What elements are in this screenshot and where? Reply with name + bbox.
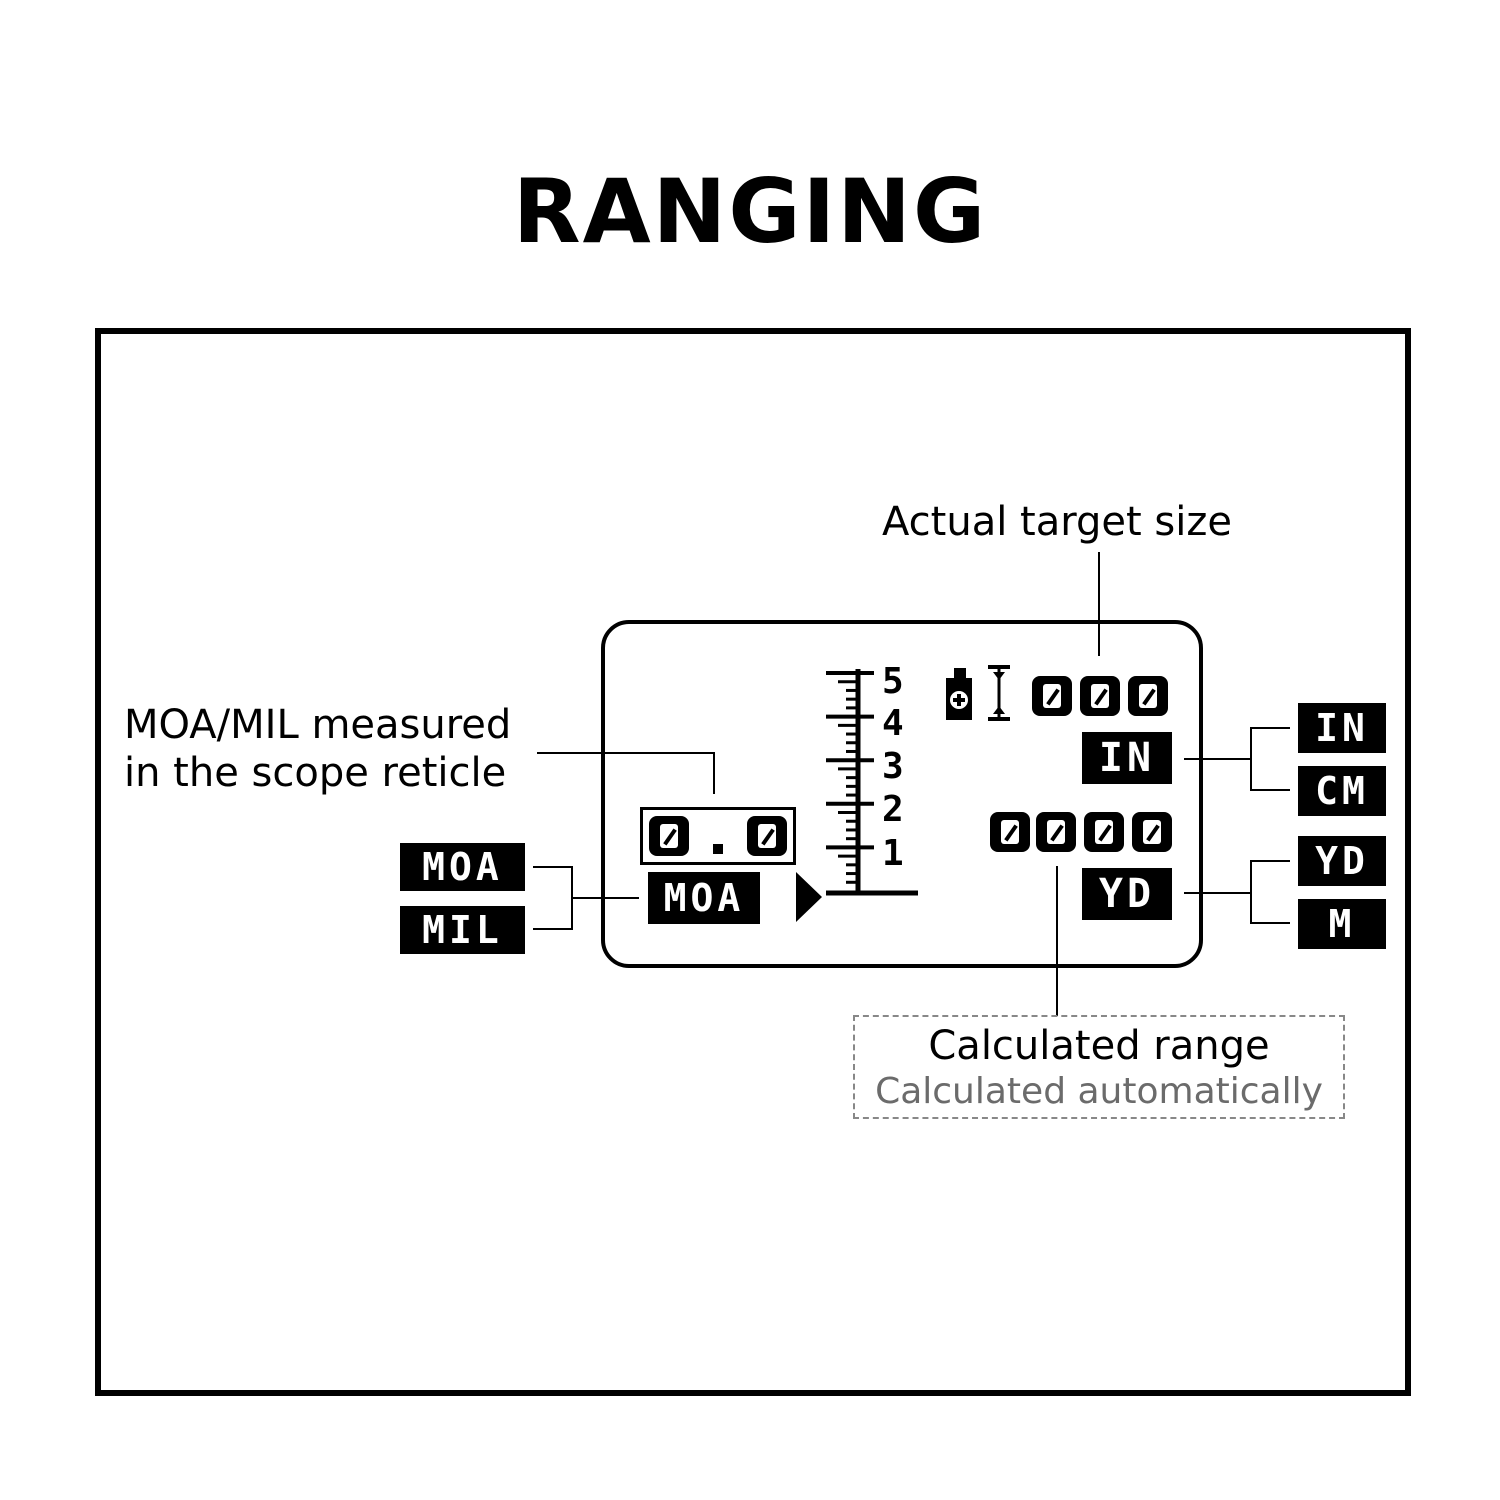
bracket-yd [1250, 860, 1290, 862]
label-moa-mil-line1: MOA/MIL measured [124, 702, 512, 748]
label-calculated-range: Calculated range [928, 1023, 1270, 1069]
calculated-range-box: Calculated range Calculated automaticall… [853, 1015, 1345, 1119]
range-digit [1036, 812, 1076, 852]
measured-digit [747, 816, 787, 856]
display-range-unit: YD [1082, 868, 1172, 920]
target-size-digit [1032, 676, 1072, 716]
target-silhouette-icon [946, 668, 972, 720]
option-cm[interactable]: CM [1298, 766, 1386, 816]
option-in[interactable]: IN [1298, 703, 1386, 753]
option-yd[interactable]: YD [1298, 836, 1386, 886]
option-m[interactable]: M [1298, 899, 1386, 949]
measured-value-box [640, 807, 796, 865]
connector-moa-horizontal [537, 752, 715, 754]
display-size-unit: IN [1082, 732, 1172, 784]
label-calculated-automatically: Calculated automatically [875, 1071, 1323, 1112]
bracket-range-connector [1184, 892, 1252, 894]
ruler-label-3: 3 [882, 746, 904, 787]
bracket-size-connector [1184, 758, 1252, 760]
lcd-display [601, 620, 1203, 968]
pointer-arrow-icon [796, 872, 822, 922]
decimal-point [713, 844, 723, 854]
bracket-mil [533, 928, 573, 930]
range-digit [990, 812, 1030, 852]
connector-range [1056, 866, 1058, 1016]
connector-target-size [1098, 552, 1100, 656]
ruler-label-5: 5 [882, 661, 904, 702]
bracket-m [1250, 922, 1290, 924]
bracket-in [1250, 727, 1290, 729]
bracket-angle-connector [571, 897, 639, 899]
option-moa[interactable]: MOA [400, 843, 525, 891]
connector-moa-vertical [713, 752, 715, 794]
height-bracket-icon [988, 665, 1010, 721]
diagram-frame [95, 328, 1411, 1396]
bracket-cm [1250, 789, 1290, 791]
ruler-label-1: 1 [882, 833, 904, 874]
label-moa-mil-line2: in the scope reticle [124, 750, 507, 796]
range-digit [1132, 812, 1172, 852]
ruler-label-2: 2 [882, 789, 904, 830]
bracket-range-vertical [1250, 860, 1252, 924]
display-angle-unit: MOA [648, 872, 760, 924]
ruler-label-4: 4 [882, 703, 904, 744]
page-title: RANGING [512, 160, 988, 263]
target-size-digit [1080, 676, 1120, 716]
label-actual-target-size: Actual target size [882, 499, 1232, 545]
measured-digit [649, 816, 689, 856]
range-digit [1084, 812, 1124, 852]
bracket-moa [533, 866, 573, 868]
option-mil[interactable]: MIL [400, 906, 525, 954]
reticle-ruler [826, 669, 918, 896]
target-size-digit [1128, 676, 1168, 716]
bracket-size-vertical [1250, 727, 1252, 791]
